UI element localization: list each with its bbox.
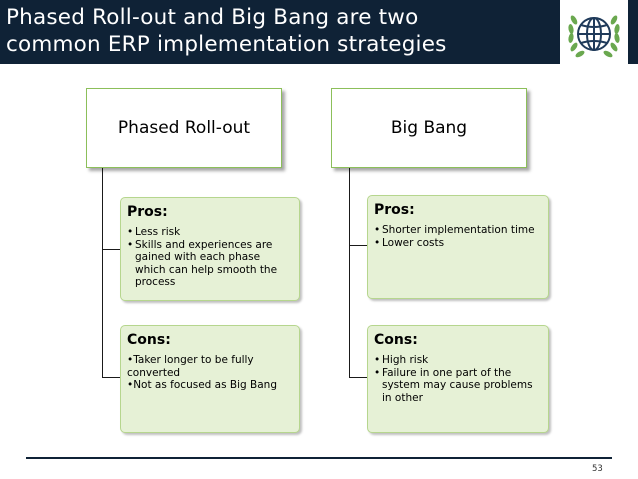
phased-cons-box: Cons: •Taker longer to be fully converte… — [120, 325, 300, 433]
bigbang-cons-box: Cons: • High risk • Failure in one part … — [367, 325, 549, 433]
slide-title-line-2: common ERP implementation strategies — [6, 32, 447, 57]
bigbang-pros-box: Pros: • Shorter implementation time • Lo… — [367, 195, 549, 299]
connector-phased-vertical — [102, 166, 103, 378]
phased-pros-box: Pros: • Less risk • Skills and experienc… — [120, 197, 300, 301]
connector-bigbang-pros — [349, 245, 367, 246]
big-bang-heading-box: Big Bang — [331, 88, 527, 168]
bullet-dot: • — [127, 379, 134, 391]
bullet-dot: • — [374, 366, 381, 379]
connector-phased-pros — [102, 249, 120, 250]
list-item: • Failure in one part of the system may … — [374, 366, 533, 404]
bullet-dot: • — [127, 226, 134, 238]
big-bang-heading: Big Bang — [390, 118, 468, 138]
phased-pros-label: Pros: — [127, 204, 168, 220]
phased-cons-label: Cons: — [127, 332, 171, 348]
list-item: • Less risk — [127, 226, 181, 238]
bullet-dot: • — [374, 354, 381, 366]
list-item: • Shorter implementation time — [374, 224, 535, 236]
globe-laurel-icon — [560, 0, 628, 70]
bigbang-pros-label: Pros: — [374, 202, 415, 218]
bigbang-cons-label: Cons: — [374, 332, 418, 348]
list-item: • High risk — [374, 354, 429, 366]
title-bar: Phased Roll-out and Big Bang are two com… — [0, 0, 638, 64]
connector-bigbang-vertical — [349, 166, 350, 378]
connector-phased-cons — [102, 377, 120, 378]
footer-divider — [26, 457, 612, 459]
slide-title: Phased Roll-out and Big Bang are two com… — [6, 4, 546, 58]
bullet-dot: • — [374, 236, 381, 249]
bullet-dot: • — [127, 238, 134, 251]
slide-title-line-1: Phased Roll-out and Big Bang are two — [6, 5, 419, 30]
phased-rollout-heading: Phased Roll-out — [117, 118, 251, 138]
bullet-dot: • — [374, 224, 381, 236]
list-item: • Lower costs — [374, 236, 445, 249]
list-item: •Not as focused as Big Bang — [127, 379, 277, 391]
page-number: 53 — [592, 464, 603, 474]
bullet-dot: • — [127, 354, 134, 366]
list-item: •Taker longer to be fully converted — [127, 354, 254, 379]
list-item: • Skills and experiences are gained with… — [127, 238, 278, 289]
connector-bigbang-cons — [349, 377, 367, 378]
phased-rollout-heading-box: Phased Roll-out — [86, 88, 282, 168]
